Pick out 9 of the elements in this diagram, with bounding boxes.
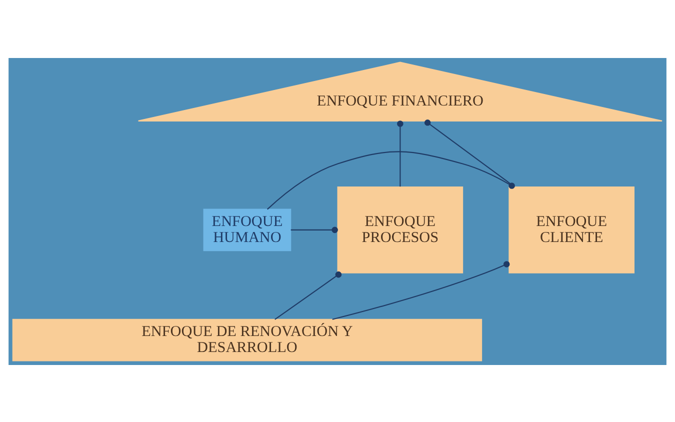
- connector: [332, 260, 510, 320]
- connector: [274, 270, 342, 320]
- node-box: ENFOQUE DE RENOVACIÓN Y DESARROLLO: [12, 318, 482, 361]
- node-box: ENFOQUE PROCESOS: [337, 186, 464, 273]
- node-box: ENFOQUE HUMANO: [203, 208, 292, 251]
- node-box: ENFOQUE CLIENTE: [508, 186, 634, 273]
- connector: [266, 150, 515, 210]
- connector: [397, 120, 404, 186]
- connector: [290, 226, 338, 233]
